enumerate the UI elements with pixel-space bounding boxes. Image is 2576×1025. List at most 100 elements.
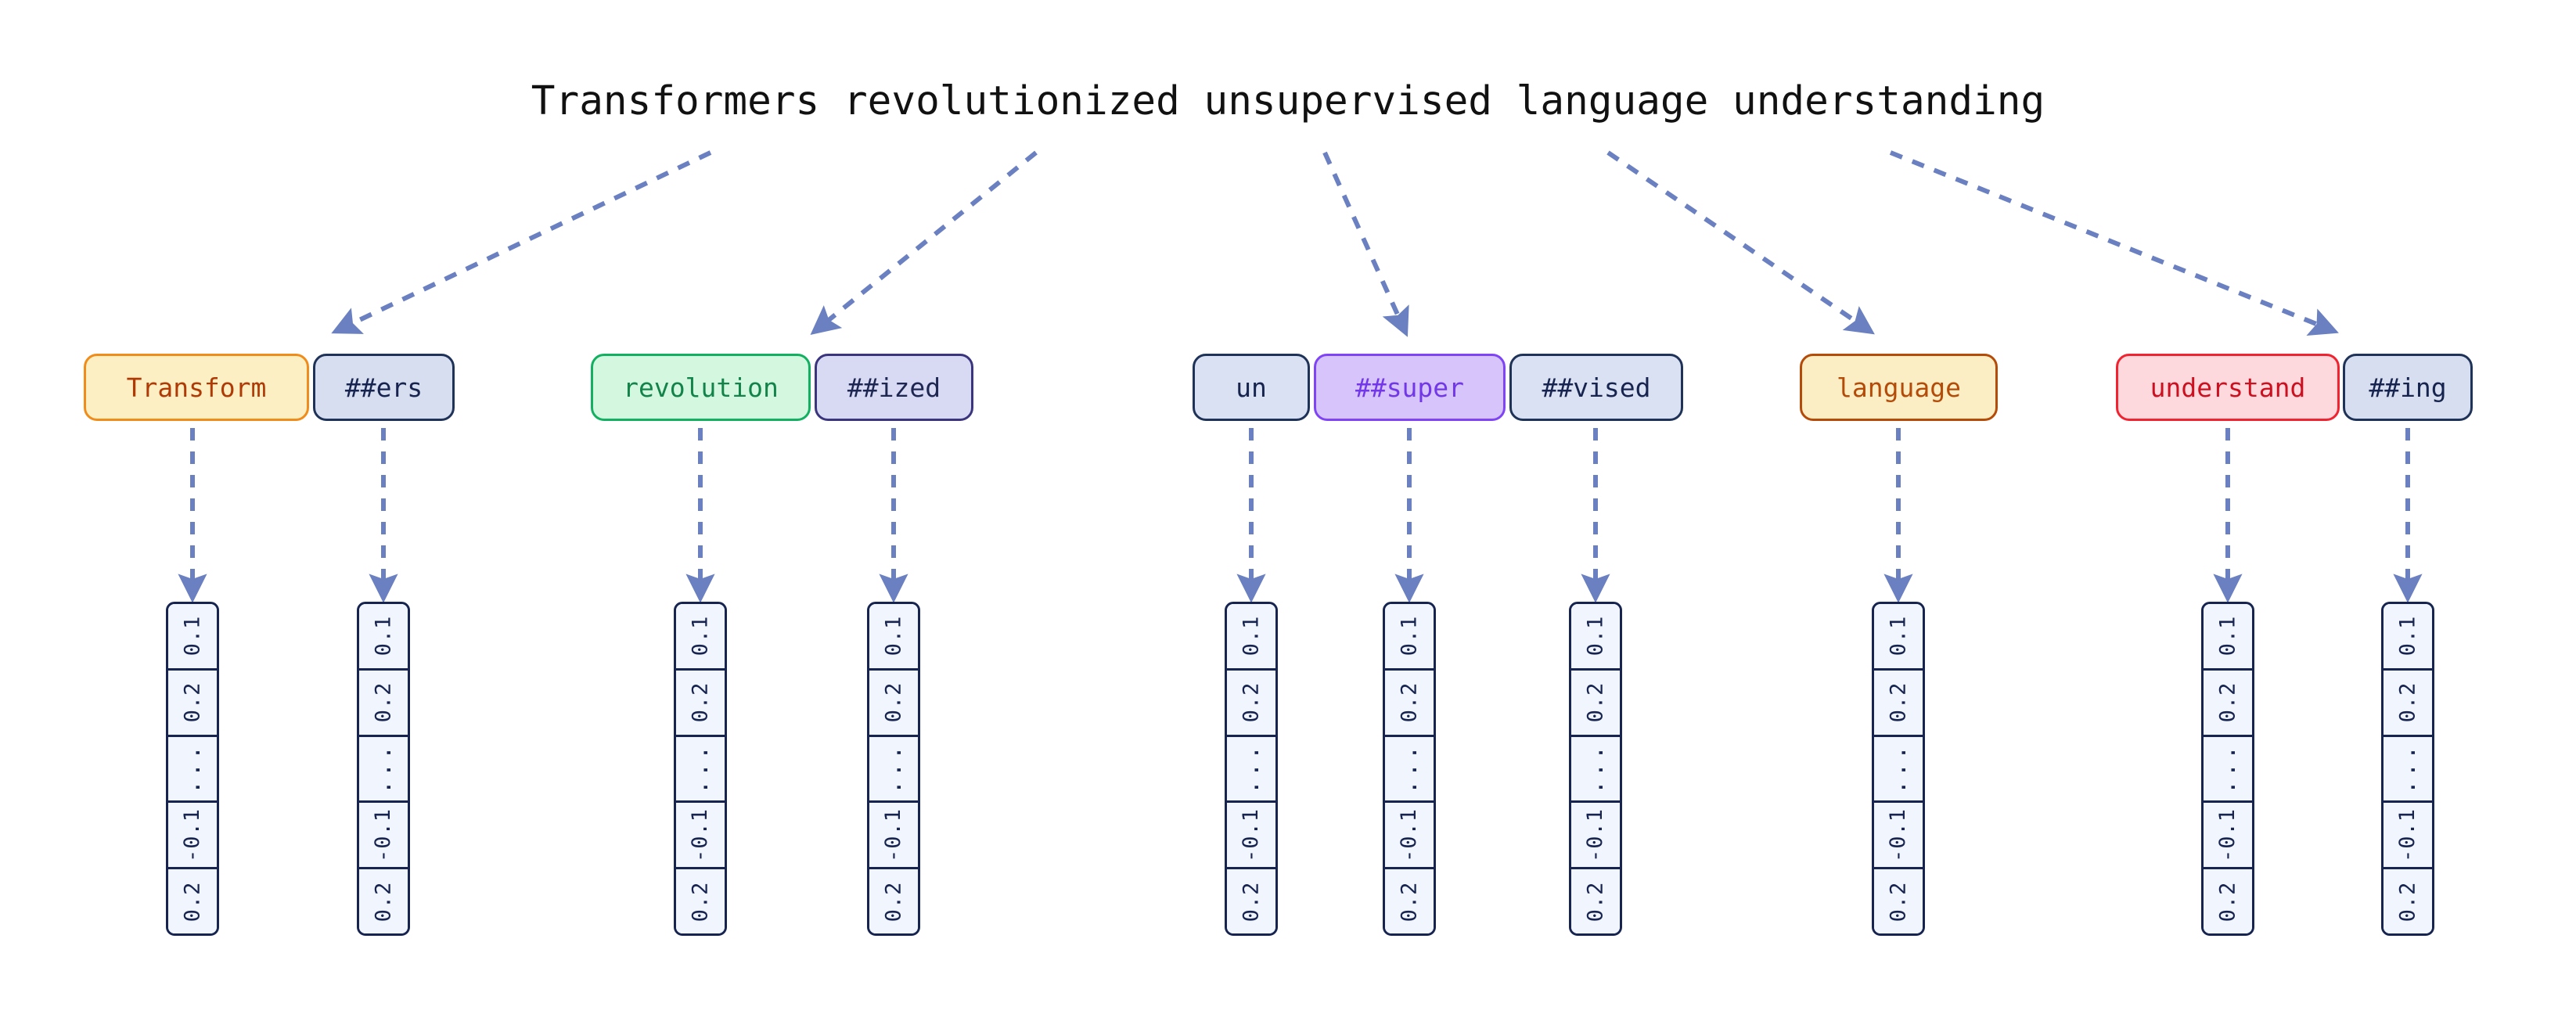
- token-box-understand[interactable]: understand: [2116, 354, 2340, 421]
- vector-cell: ...: [676, 736, 725, 804]
- token-box-un[interactable]: un: [1193, 354, 1310, 421]
- vector-value: 0.2: [1397, 881, 1422, 922]
- vector-value: 0.2: [2395, 682, 2420, 723]
- vector-value: 0.2: [371, 881, 396, 922]
- vector-cell: 0.2: [869, 670, 918, 737]
- vector-value: 0.2: [180, 881, 205, 922]
- vector-value: 0.1: [1397, 616, 1422, 656]
- vector-value: 0.2: [1583, 682, 1608, 723]
- vector-value: 0.2: [1397, 682, 1422, 723]
- vector-cell: ...: [2204, 736, 2252, 804]
- vector-cell: 0.1: [359, 604, 408, 671]
- vector-cell: 0.1: [1571, 604, 1620, 671]
- vector-value: 0.2: [371, 682, 396, 723]
- vector-column-understand: 0.1 0.2... -0.1 0.2: [2201, 602, 2254, 936]
- vector-ellipsis: ...: [369, 743, 397, 795]
- vector-cell: -0.1: [2384, 803, 2432, 870]
- vector-cell: -0.1: [168, 803, 217, 870]
- vector-value: -0.1: [371, 807, 396, 862]
- vector-cell: ...: [1385, 736, 1434, 804]
- vector-cell: -0.1: [2204, 803, 2252, 870]
- vector-value: 0.1: [371, 616, 396, 656]
- vector-cell: 0.2: [869, 869, 918, 933]
- vector-cell: 0.2: [168, 869, 217, 933]
- vector-cell: -0.1: [1874, 803, 1923, 870]
- vector-cell: 0.2: [168, 670, 217, 737]
- vector-value: 0.1: [1886, 616, 1911, 656]
- vector-ellipsis: ...: [1237, 743, 1265, 795]
- vector-cell: 0.2: [676, 869, 725, 933]
- vector-value: 0.2: [688, 881, 713, 922]
- token-box-language[interactable]: language: [1800, 354, 1998, 421]
- vector-value: -0.1: [688, 807, 713, 862]
- vector-cell: 0.2: [676, 670, 725, 737]
- token-box-ing[interactable]: ##ing: [2343, 354, 2473, 421]
- vector-cell: 0.2: [1385, 670, 1434, 737]
- vector-value: 0.1: [688, 616, 713, 656]
- vector-value: 0.2: [1583, 881, 1608, 922]
- vector-cell: -0.1: [1227, 803, 1275, 870]
- vector-cell: -0.1: [676, 803, 725, 870]
- vector-cell: ...: [168, 736, 217, 804]
- token-box-vised[interactable]: ##vised: [1509, 354, 1683, 421]
- vector-cell: -0.1: [359, 803, 408, 870]
- vector-cell: ...: [1874, 736, 1923, 804]
- token-to-vector-arrows: [178, 428, 2423, 603]
- vector-value: 0.2: [1239, 881, 1264, 922]
- vector-value: 0.1: [2395, 616, 2420, 656]
- vector-cell: -0.1: [1571, 803, 1620, 870]
- vector-value: -0.1: [1397, 807, 1422, 862]
- vector-cell: ...: [869, 736, 918, 804]
- vector-column-super: 0.1 0.2... -0.1 0.2: [1383, 602, 1436, 936]
- vector-cell: 0.2: [1227, 670, 1275, 737]
- vector-cell: 0.1: [168, 604, 217, 671]
- vector-ellipsis: ...: [1395, 743, 1423, 795]
- vector-value: 0.2: [688, 682, 713, 723]
- arrow-language: [1606, 150, 1875, 335]
- vector-column-revolution: 0.1 0.2... -0.1 0.2: [674, 602, 727, 936]
- vector-ellipsis: ...: [880, 743, 907, 795]
- vector-value: 0.1: [881, 616, 906, 656]
- vector-value: 0.2: [1886, 682, 1911, 723]
- token-box-ers[interactable]: ##ers: [313, 354, 455, 421]
- page-title: Transformers revolutionized unsupervised…: [531, 78, 2045, 124]
- vector-cell: -0.1: [1385, 803, 1434, 870]
- arrow-transformers: [331, 150, 712, 334]
- vector-value: -0.1: [1583, 807, 1608, 862]
- vector-value: 0.2: [2215, 881, 2240, 922]
- token-box-transform[interactable]: Transform: [84, 354, 309, 421]
- vector-cell: 0.2: [2204, 670, 2252, 737]
- arrow-revolutionized: [810, 150, 1038, 336]
- vector-value: 0.1: [180, 616, 205, 656]
- word-to-token-arrows: [331, 150, 2339, 337]
- vector-cell: ...: [1227, 736, 1275, 804]
- vector-cell: ...: [1571, 736, 1620, 804]
- vector-cell: ...: [2384, 736, 2432, 804]
- vector-value: 0.2: [2215, 682, 2240, 723]
- arrow-understanding: [1889, 150, 2339, 336]
- vector-cell: 0.1: [676, 604, 725, 671]
- vector-ellipsis: ...: [2214, 743, 2241, 795]
- vector-cell: 0.1: [2384, 604, 2432, 671]
- vector-column-transform: 0.1 0.2... -0.1 0.2: [166, 602, 219, 936]
- vector-ellipsis: ...: [1884, 743, 1912, 795]
- token-box-revolution[interactable]: revolution: [591, 354, 811, 421]
- vector-ellipsis: ...: [1581, 743, 1609, 795]
- vector-value: 0.1: [1583, 616, 1608, 656]
- vector-column-vised: 0.1 0.2... -0.1 0.2: [1569, 602, 1622, 936]
- vector-cell: 0.2: [359, 869, 408, 933]
- token-box-ized[interactable]: ##ized: [815, 354, 973, 421]
- arrow-unsupervised: [1322, 151, 1409, 337]
- vector-ellipsis: ...: [178, 743, 206, 795]
- vector-value: 0.2: [881, 881, 906, 922]
- vector-cell: 0.2: [2384, 670, 2432, 737]
- vector-value: 0.1: [2215, 616, 2240, 656]
- vector-cell: 0.1: [1227, 604, 1275, 671]
- token-box-super[interactable]: ##super: [1314, 354, 1506, 421]
- vector-cell: 0.2: [1571, 670, 1620, 737]
- vector-value: -0.1: [1239, 807, 1264, 862]
